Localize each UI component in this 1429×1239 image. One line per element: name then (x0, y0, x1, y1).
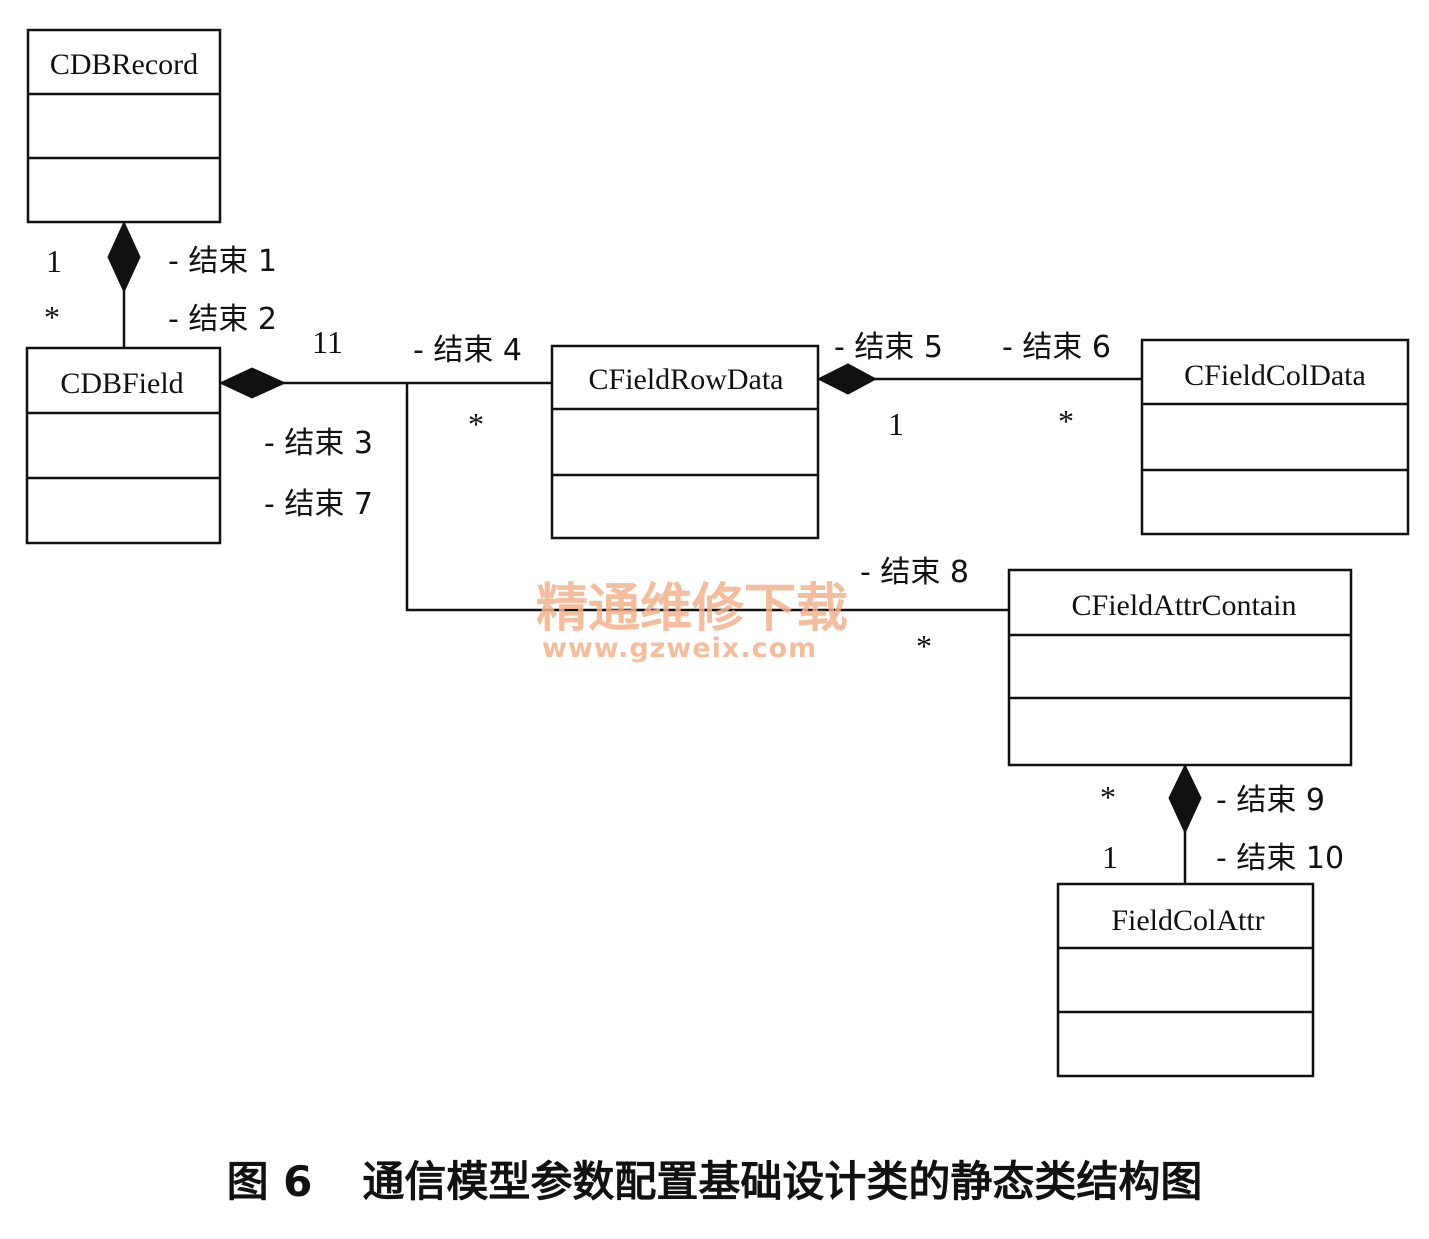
composition-diamond-attrcontain (1168, 763, 1202, 835)
multiplicity-attrcontain-star: * (916, 628, 932, 664)
multiplicity-field-11: 11 (312, 324, 343, 360)
figure-caption: 图 6 通信模型参数配置基础设计类的静态类结构图 (0, 1148, 1429, 1209)
role-label-9: - 结束 9 (1216, 783, 1325, 818)
class-cfieldattrcontain[interactable]: CFieldAttrContain (1007, 568, 1353, 767)
watermark-url: www.gzweix.com (542, 633, 817, 664)
multiplicity-record-star: * (44, 299, 60, 335)
class-name: CDBField (60, 367, 183, 400)
class-name: CFieldRowData (589, 363, 784, 396)
class-cdbrecord[interactable]: CDBRecord (26, 28, 222, 224)
class-name: CFieldColData (1184, 359, 1366, 392)
class-name: FieldColAttr (1111, 904, 1264, 937)
role-label-8: - 结束 8 (860, 555, 969, 590)
composition-diamond-field (218, 367, 287, 399)
class-cfieldcoldata[interactable]: CFieldColData (1140, 338, 1410, 536)
multiplicity-rowdata-1: 1 (888, 406, 904, 442)
multiplicity-record-1: 1 (46, 243, 62, 279)
multiplicity-coldata-star: * (1058, 403, 1074, 439)
role-label-6: - 结束 6 (1002, 330, 1111, 365)
figure-number: 图 6 (226, 1157, 313, 1206)
role-label-7: - 结束 7 (264, 487, 373, 522)
class-cfieldrowdata[interactable]: CFieldRowData (550, 344, 820, 540)
class-name: CFieldAttrContain (1072, 589, 1297, 622)
class-cdbfield[interactable]: CDBField (25, 346, 222, 545)
composition-diamond-record (107, 220, 141, 294)
multiplicity-colattr-1: 1 (1102, 839, 1118, 875)
role-label-10: - 结束 10 (1216, 841, 1344, 876)
class-name: CDBRecord (50, 48, 198, 81)
multiplicity-colattr-star: * (1100, 779, 1116, 815)
figure-title: 通信模型参数配置基础设计类的静态类结构图 (362, 1157, 1203, 1206)
role-label-3: - 结束 3 (264, 426, 373, 461)
multiplicity-rowdata-star: * (468, 406, 484, 442)
role-label-4: - 结束 4 (413, 333, 522, 368)
watermark-text: 精通维修下载 (536, 579, 848, 639)
role-label-1: - 结束 1 (168, 244, 277, 279)
role-label-5: - 结束 5 (834, 330, 943, 365)
role-label-2: - 结束 2 (168, 302, 277, 337)
connector-field-attrcontain (405, 383, 1009, 612)
class-fieldcolattr[interactable]: FieldColAttr (1056, 882, 1315, 1078)
composition-diamond-rowdata (816, 363, 878, 395)
